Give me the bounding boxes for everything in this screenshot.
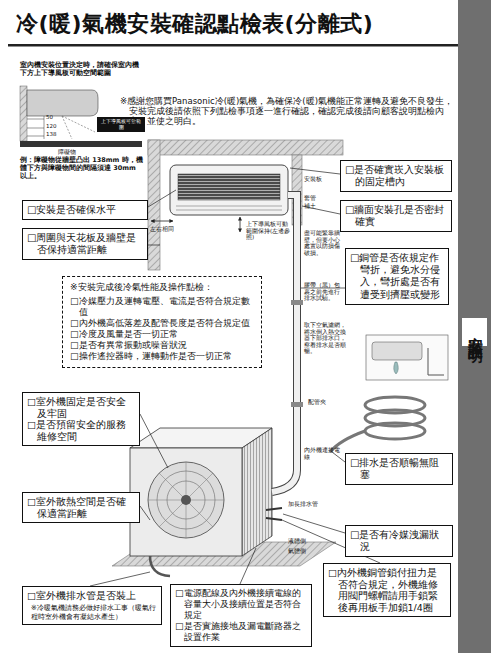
check-item: □內外機高低落差及配管長度是否符合規定值 bbox=[70, 318, 254, 329]
check-item: □內外機銅管鎖付扭力是否符合規定，外機維修用閥門螺帽請用手鎖緊後再用板手加鎖1/… bbox=[328, 567, 446, 613]
outdoor-side bbox=[242, 428, 272, 556]
part-label: 氣體側 bbox=[288, 548, 318, 555]
check-item: □是否有冷媒洩漏狀況 bbox=[350, 529, 448, 553]
part-label: 配管夾 bbox=[308, 398, 342, 405]
check-box: □室外機固定是否安全及牢固□是否預留安全的服務維修空間 bbox=[22, 392, 140, 446]
check-box: □是否確實崁入安裝板的固定槽內 bbox=[340, 160, 452, 192]
note-text: 例：障礙物從牆壁凸出 138mm 時，機體下方與障礙物間的間隔須達 30mm 以… bbox=[20, 157, 144, 180]
check-box: □是否有冷媒洩漏狀況 bbox=[345, 525, 453, 557]
checklist-panel: ※安裝完成後冷氣性能及操作點檢： □冷媒壓力及運轉電壓、電流是否符合規定數值□內外… bbox=[62, 276, 262, 368]
part-label: 液體側 bbox=[288, 538, 318, 545]
check-item: □銅管是否依規定作彎折，避免水分侵入，彎折處是否有遭受到擠壓或變形 bbox=[350, 252, 444, 301]
check-item: ※冷暖氣機請務必做好排水工事（暖氣行程時室外機會有凝結水產生） bbox=[27, 603, 157, 621]
check-item: □冷度及風量是否一切正常 bbox=[70, 329, 254, 340]
check-box: □銅管是否依規定作彎折，避免水分侵入，彎折處是否有遭受到擠壓或變形 bbox=[345, 248, 449, 305]
part-label: 上下導風板可動範圍保持(左邊參照) bbox=[246, 221, 292, 241]
part-label: 左右相同 bbox=[150, 226, 184, 233]
check-item: □冷媒壓力及運轉電壓、電流是否符合規定數值 bbox=[70, 296, 254, 318]
fan-guard bbox=[148, 462, 224, 538]
inset-hose bbox=[428, 348, 444, 375]
check-item: □室外機固定是否安全及牢固 bbox=[27, 396, 135, 419]
note-text: 室內機安裝位置決定時，請確保室內機下方上下導風板可動空間範圍 bbox=[20, 61, 142, 77]
check-box: □排水是否順暢無阻塞 bbox=[345, 453, 453, 485]
check-box: □電源配線及內外機接續電線的容量大小及接續位置是否符合規定□是否實施接地及漏電斷… bbox=[170, 584, 312, 647]
leader-line bbox=[290, 168, 340, 174]
water-drop bbox=[394, 362, 399, 374]
fan-hub bbox=[181, 495, 191, 505]
leader-line bbox=[90, 572, 150, 586]
pipe-insulation bbox=[272, 195, 297, 492]
louver-range bbox=[62, 116, 95, 139]
check-item: □安裝是否確保水平 bbox=[27, 204, 143, 216]
check-item: □室外機排水管是否裝上 bbox=[27, 590, 157, 602]
dimension: 120 bbox=[46, 123, 66, 130]
check-item: □電源配線及內外機接續電線的容量大小及接續位置是否符合規定 bbox=[175, 588, 307, 621]
note-text: 膠帶（黑）包裹之前先進行排水試驗。 bbox=[304, 282, 344, 302]
pipe-outline bbox=[272, 195, 297, 492]
check-item: □操作遙控器時，運轉動作是否一切正常 bbox=[70, 351, 254, 362]
part-label: 補土 bbox=[304, 202, 338, 209]
leader-line bbox=[240, 548, 256, 584]
pipe-clamp bbox=[291, 402, 303, 407]
title-rule bbox=[8, 44, 458, 47]
check-item: □是否實施接地及漏電斷路器之設置作業 bbox=[175, 621, 307, 643]
note-text: 盡可能緊靠牆壁，但要小心處置以防損傷破損。 bbox=[304, 230, 344, 256]
indoor-unit bbox=[170, 165, 288, 215]
leader-line bbox=[140, 506, 150, 520]
part-label: 加長排水管 bbox=[288, 500, 338, 507]
check-item: □是否確實崁入安裝板的固定槽內 bbox=[345, 164, 447, 188]
leader-line bbox=[140, 414, 168, 468]
check-box: □室外散熱空間是否確保適當距離 bbox=[22, 492, 140, 523]
indoor-grille bbox=[178, 174, 280, 200]
check-item: □是否預留安全的服務維修空間 bbox=[27, 419, 135, 442]
drain-coil bbox=[365, 423, 425, 439]
leader-line bbox=[148, 245, 160, 246]
dimension: 138 bbox=[46, 131, 66, 138]
outdoor-front bbox=[130, 448, 242, 556]
check-box: □牆面安裝孔是否密封確實 bbox=[340, 200, 452, 232]
check-box: □安裝是否確保水平 bbox=[22, 200, 148, 220]
section-tab: 安裝說明 bbox=[462, 318, 487, 346]
check-item: □是否有異常振動或噪音狀況 bbox=[70, 340, 254, 351]
mini-wall bbox=[20, 86, 27, 141]
pipe-clamp bbox=[291, 300, 303, 305]
part-label: 障礙物 bbox=[58, 148, 98, 155]
check-item: □排水是否順暢無阻塞 bbox=[350, 457, 448, 481]
mini-indoor-unit bbox=[27, 90, 98, 116]
part-label: 內外機連接電線 bbox=[304, 446, 340, 460]
louver bbox=[176, 206, 282, 210]
valve-pipes bbox=[266, 508, 282, 520]
part-label: 安裝板 bbox=[304, 175, 338, 182]
check-box: □內外機銅管鎖付扭力是否符合規定，外機維修用閥門螺帽請用手鎖緊後再用板手加鎖1/… bbox=[323, 563, 451, 617]
check-item: ※安裝完成後冷氣性能及操作點檢： bbox=[70, 282, 254, 293]
check-box: □室外機排水管是否裝上※冷暖氣機請務必做好排水工事（暖氣行程時室外機會有凝結水產… bbox=[22, 586, 162, 625]
fan-spokes bbox=[148, 462, 224, 538]
page-title: 冷(暖)氣機安裝確認點檢表(分離式) bbox=[16, 9, 373, 39]
side-bar bbox=[458, 0, 491, 653]
inset-frame bbox=[366, 335, 448, 380]
drain-elbow bbox=[150, 556, 170, 576]
check-item: □周圍與天花板及牆壁是否保持適當距離 bbox=[27, 232, 143, 256]
leader-line bbox=[332, 452, 345, 462]
leftright-arrow bbox=[151, 221, 173, 222]
inset-unit bbox=[372, 342, 422, 360]
ceiling bbox=[148, 140, 343, 155]
leader-line bbox=[148, 190, 176, 207]
part-label: 套管 bbox=[304, 194, 338, 201]
check-item: □牆面安裝孔是否密封確實 bbox=[345, 204, 447, 228]
dimension: 50 bbox=[46, 114, 66, 121]
check-item: □室外散熱空間是否確保適當距離 bbox=[27, 496, 135, 519]
side-wall bbox=[148, 140, 160, 270]
leader-line bbox=[283, 514, 345, 533]
obstacle-bar bbox=[20, 141, 142, 147]
intro-text: ※感謝您購買Panasonic冷(暖)氣機，為確保冷(暖)氣機能正常運轉及避免不… bbox=[120, 96, 459, 127]
updown-arrow bbox=[240, 217, 241, 232]
dimension-lines bbox=[27, 116, 44, 139]
note-text: 取下空氣濾網，將水倒入熱交換器下部排水口，察看排水是否順暢。 bbox=[304, 322, 350, 355]
check-box: □周圍與天花板及牆壁是否保持適當距離 bbox=[22, 228, 148, 260]
